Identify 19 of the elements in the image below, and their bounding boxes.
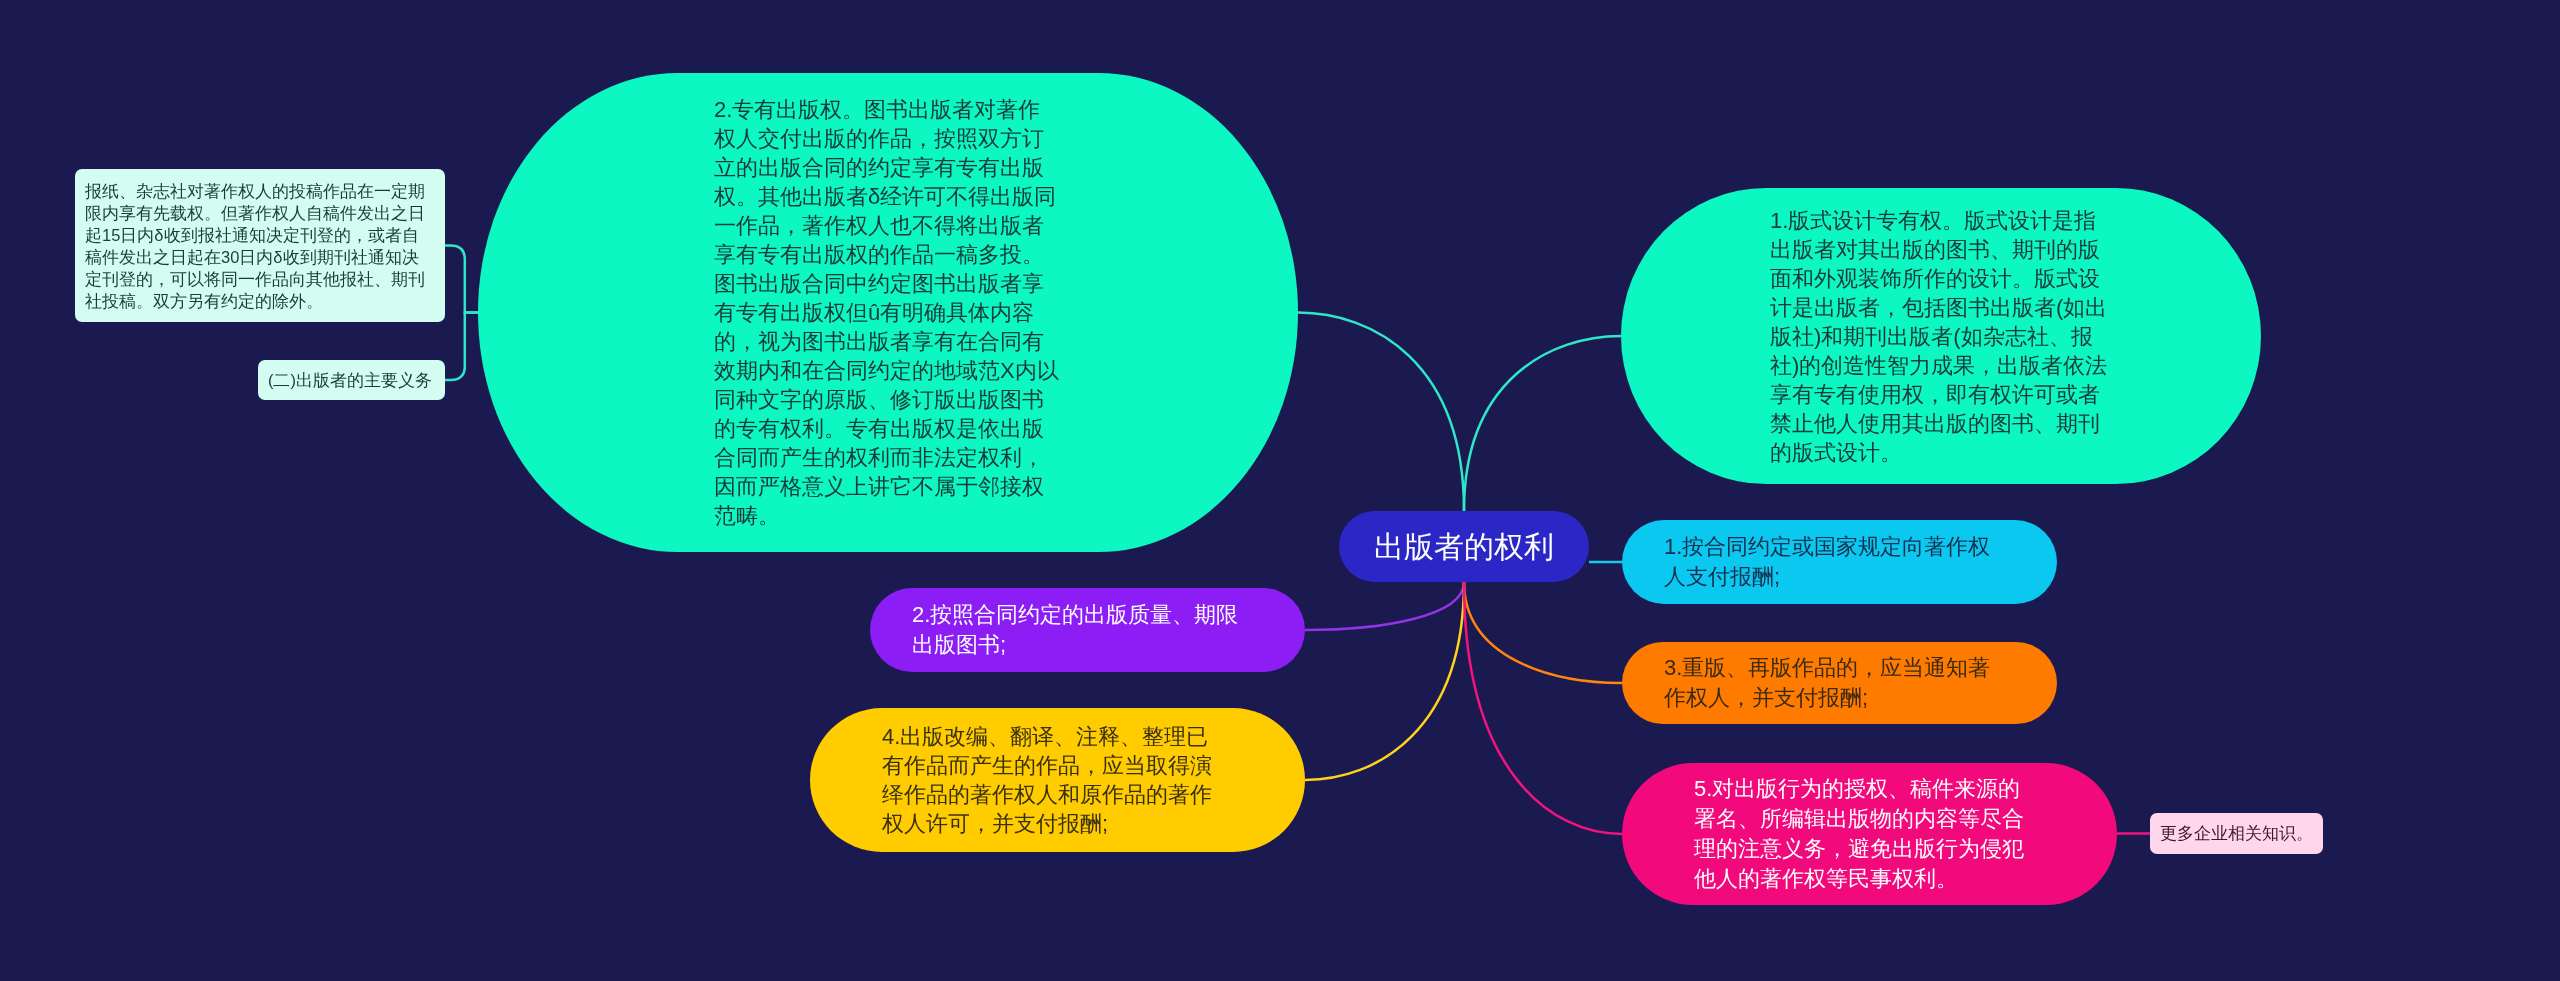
node-text: 1.按合同约定或国家规定向著作权人支付报酬; [1664,533,1992,591]
node-text: 更多企业相关知识。 [2160,822,2313,845]
note-card [258,360,445,400]
connector-line [2117,832,2150,835]
connector-line [1462,581,1623,836]
node-text: 4.出版改编、翻译、注释、整理已有作品而产生的作品，应当取得演绎作品的著作权人和原作品的著作权人许可，并支付报酬; [882,723,1213,838]
topic-text: 出版者的权利 [1374,528,1554,565]
node-text: 2.专有出版权。图书出版者对著作权人交付出版的作品，按照双方订立的出版合同的约定享有专有出版权。其他出版者δ经许可不得出版同一作品，著作权人也不得将出版者享有专有出版权的作品一稿多投。图书出版合同中约定图书出版者享有专有出版权但û有明确具体内容的，视为图书出版者享有在合同有效期内和在合同约定的地域范X内以同种文字的原版、修订版出版图书的专有权利。专有出版权是依出版合同而产生的权利而非法定权利，因而严格意义上讲它不属于邻接权范畴。 [714,96,1060,530]
node-text: 5.对出版行为的授权、稿件来源的署名、所编辑出版物的内容等尽合理的注意义务，避免出版行为侵犯他人的著作权等民事权利。 [1694,775,2025,893]
connector-line [1589,560,1622,564]
node-text: 1.版式设计专有权。版式设计是指出版者对其出版的图书、期刊的版面和外观装饰所作的设计。版式设计是出版者，包括图书出版者(如出版社)和期刊出版者(如杂志社、报社)的创造性智力成果，出版者依法享有专有使用权，即有权许可或者禁止他人使用其出版的图书、期刊的版式设计。 [1770,206,2109,467]
connector-line [1305,581,1466,632]
connector-line [1462,334,1622,512]
node-text: (二)出版者的主要义务 [268,370,432,391]
node-text: 3.重版、再版作品的，应当通知著作权人，并支付报酬; [1664,654,1992,712]
note-card [75,169,445,322]
note-card [2150,813,2323,854]
node-text: 报纸、杂志社对著作权人的投稿作品在一定期限内享有先载权。但著作权人自稿件发出之日起15日内δ收到报社通知决定刊登的，或者自稿件发出之日起在30日内δ收到期刊社通知决定刊登的，可以将同一作品向其他报社、期刊社投稿。双方另有约定的除外。 [85,180,426,312]
node-text: 2.按照合同约定的出版质量、期限出版图书; [912,601,1240,659]
